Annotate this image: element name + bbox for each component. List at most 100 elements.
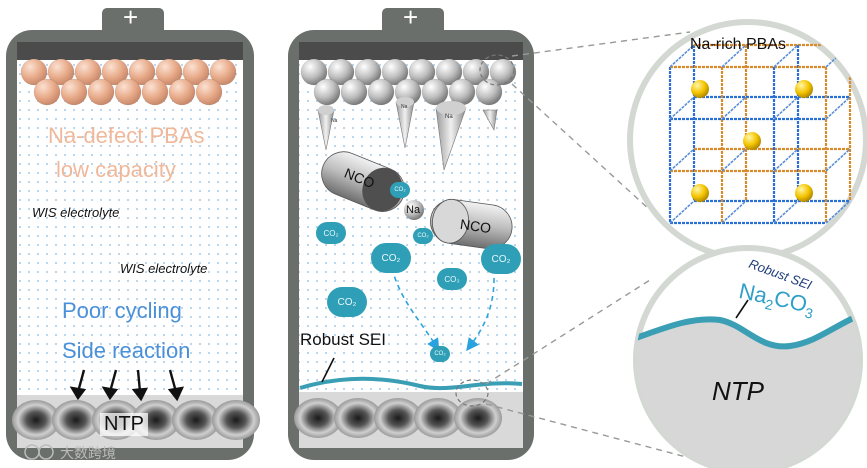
lattice-bond	[669, 148, 695, 172]
cathode-particle	[74, 58, 102, 86]
na-ion-sphere	[404, 200, 424, 220]
cathode-particle	[475, 78, 503, 106]
cathode-particle	[421, 78, 449, 106]
cathode-particle	[101, 58, 129, 86]
cathode-particle	[114, 78, 142, 106]
zoom-leader-lines	[485, 31, 691, 459]
sei-coating	[636, 309, 860, 350]
na-ion-sphere	[743, 132, 761, 150]
lattice-bond	[721, 200, 747, 224]
ntp-zoom-label: NTP	[712, 376, 764, 406]
cathode-particle	[300, 58, 328, 86]
nco-pill-2	[430, 198, 513, 250]
lattice-bond	[825, 148, 851, 172]
left-cell	[6, 8, 260, 460]
ntp-surface	[636, 312, 860, 468]
lattice-bond	[773, 44, 799, 68]
cathode-particle	[128, 58, 156, 86]
watermark-logo	[24, 444, 54, 460]
co2-bubble: CO₂	[413, 228, 433, 244]
anode-particle	[172, 400, 220, 440]
cathode-particle	[33, 78, 61, 106]
cathode-particle	[20, 58, 48, 86]
anode-particle	[454, 398, 502, 438]
na-ion-sphere	[691, 80, 709, 98]
co2-bubble: CO₂	[481, 244, 521, 274]
co2-migration-arrows	[391, 267, 495, 352]
anode-zoom-marker	[455, 379, 489, 407]
cathode-particle	[381, 58, 409, 86]
right-sei-layer	[299, 376, 523, 391]
cathode-zoom-marker	[479, 54, 515, 86]
cathode-particle	[489, 58, 517, 86]
anode-particle	[374, 398, 422, 438]
svg-text:Na: Na	[445, 114, 453, 120]
lattice-bond	[773, 148, 799, 172]
anode-particle	[334, 398, 382, 438]
left-cathode-particles	[20, 58, 237, 106]
cathode-particle	[47, 58, 75, 86]
na-ion-sphere	[691, 184, 709, 202]
cathode-particle	[313, 78, 341, 106]
electrolyte-label-1: WIS electrolyte	[32, 205, 120, 220]
na2co3-pointer	[735, 299, 749, 319]
watermark-text: 大数跨境	[60, 445, 116, 461]
lattice-bond	[721, 96, 747, 120]
right-anode-layer	[294, 392, 523, 448]
cathode-label-line1: Na-defect PBAs	[48, 123, 205, 148]
left-terminal-label: +	[123, 2, 139, 32]
pba-lattice	[668, 43, 852, 225]
right-current-collector	[299, 42, 523, 60]
sei-pointer-line	[321, 357, 335, 383]
cathode-label-line2: low capacity	[56, 157, 176, 182]
anode-particle	[294, 398, 342, 438]
svg-text:Na: Na	[401, 104, 408, 110]
right-cell: Na Na Na	[288, 8, 534, 460]
right-terminal-label: +	[403, 2, 419, 32]
cathode-particle	[155, 58, 183, 86]
anode-particle	[12, 400, 60, 440]
electrolyte-label-2: WIS electrolyte	[120, 261, 208, 276]
issue-side-reaction: Side reaction	[62, 338, 191, 363]
lattice-bond	[721, 148, 747, 172]
lattice-bond	[773, 96, 799, 120]
co2-bubble: CO₂	[371, 243, 411, 273]
cathode-particle	[182, 58, 210, 86]
pba-zoom-title: Na-rich PBAs	[690, 36, 787, 53]
cathode-particle	[408, 58, 436, 86]
lattice-bond	[669, 200, 695, 224]
right-sei-label: Robust SEI	[300, 330, 386, 349]
lattice-bond	[825, 96, 851, 120]
left-electrolyte	[17, 42, 243, 448]
na-ion-label: Na	[406, 204, 421, 216]
cathode-particle	[195, 78, 223, 106]
anode-particle	[414, 398, 462, 438]
cathode-particle	[340, 78, 368, 106]
cathode-particle	[209, 58, 237, 86]
anode-particle	[52, 400, 100, 440]
svg-text:Na: Na	[331, 118, 338, 124]
co3-bubble: CO₃	[437, 268, 467, 290]
cathode-particle	[462, 58, 490, 86]
lattice-bond	[825, 200, 851, 224]
left-current-collector	[17, 42, 243, 60]
cathode-particle	[87, 78, 115, 106]
lattice-bond	[721, 44, 747, 68]
right-cathode-particles	[300, 58, 517, 106]
lattice-bond	[773, 200, 799, 224]
nco-cones: Na Na Na	[317, 97, 498, 171]
lattice-bond	[669, 96, 695, 120]
cathode-particle	[60, 78, 88, 106]
cathode-particle	[367, 78, 395, 106]
left-attack-arrows	[69, 369, 185, 402]
na-ion-sphere	[795, 184, 813, 202]
co2-bubble: CO₂	[430, 346, 450, 362]
anode-particle	[212, 400, 260, 440]
zoom-circle-pba	[627, 19, 867, 261]
cathode-particle	[435, 58, 463, 86]
cathode-particle	[141, 78, 169, 106]
lattice-bond	[669, 44, 695, 68]
co2-bubble: CO₂	[316, 222, 346, 244]
cathode-particle	[327, 58, 355, 86]
